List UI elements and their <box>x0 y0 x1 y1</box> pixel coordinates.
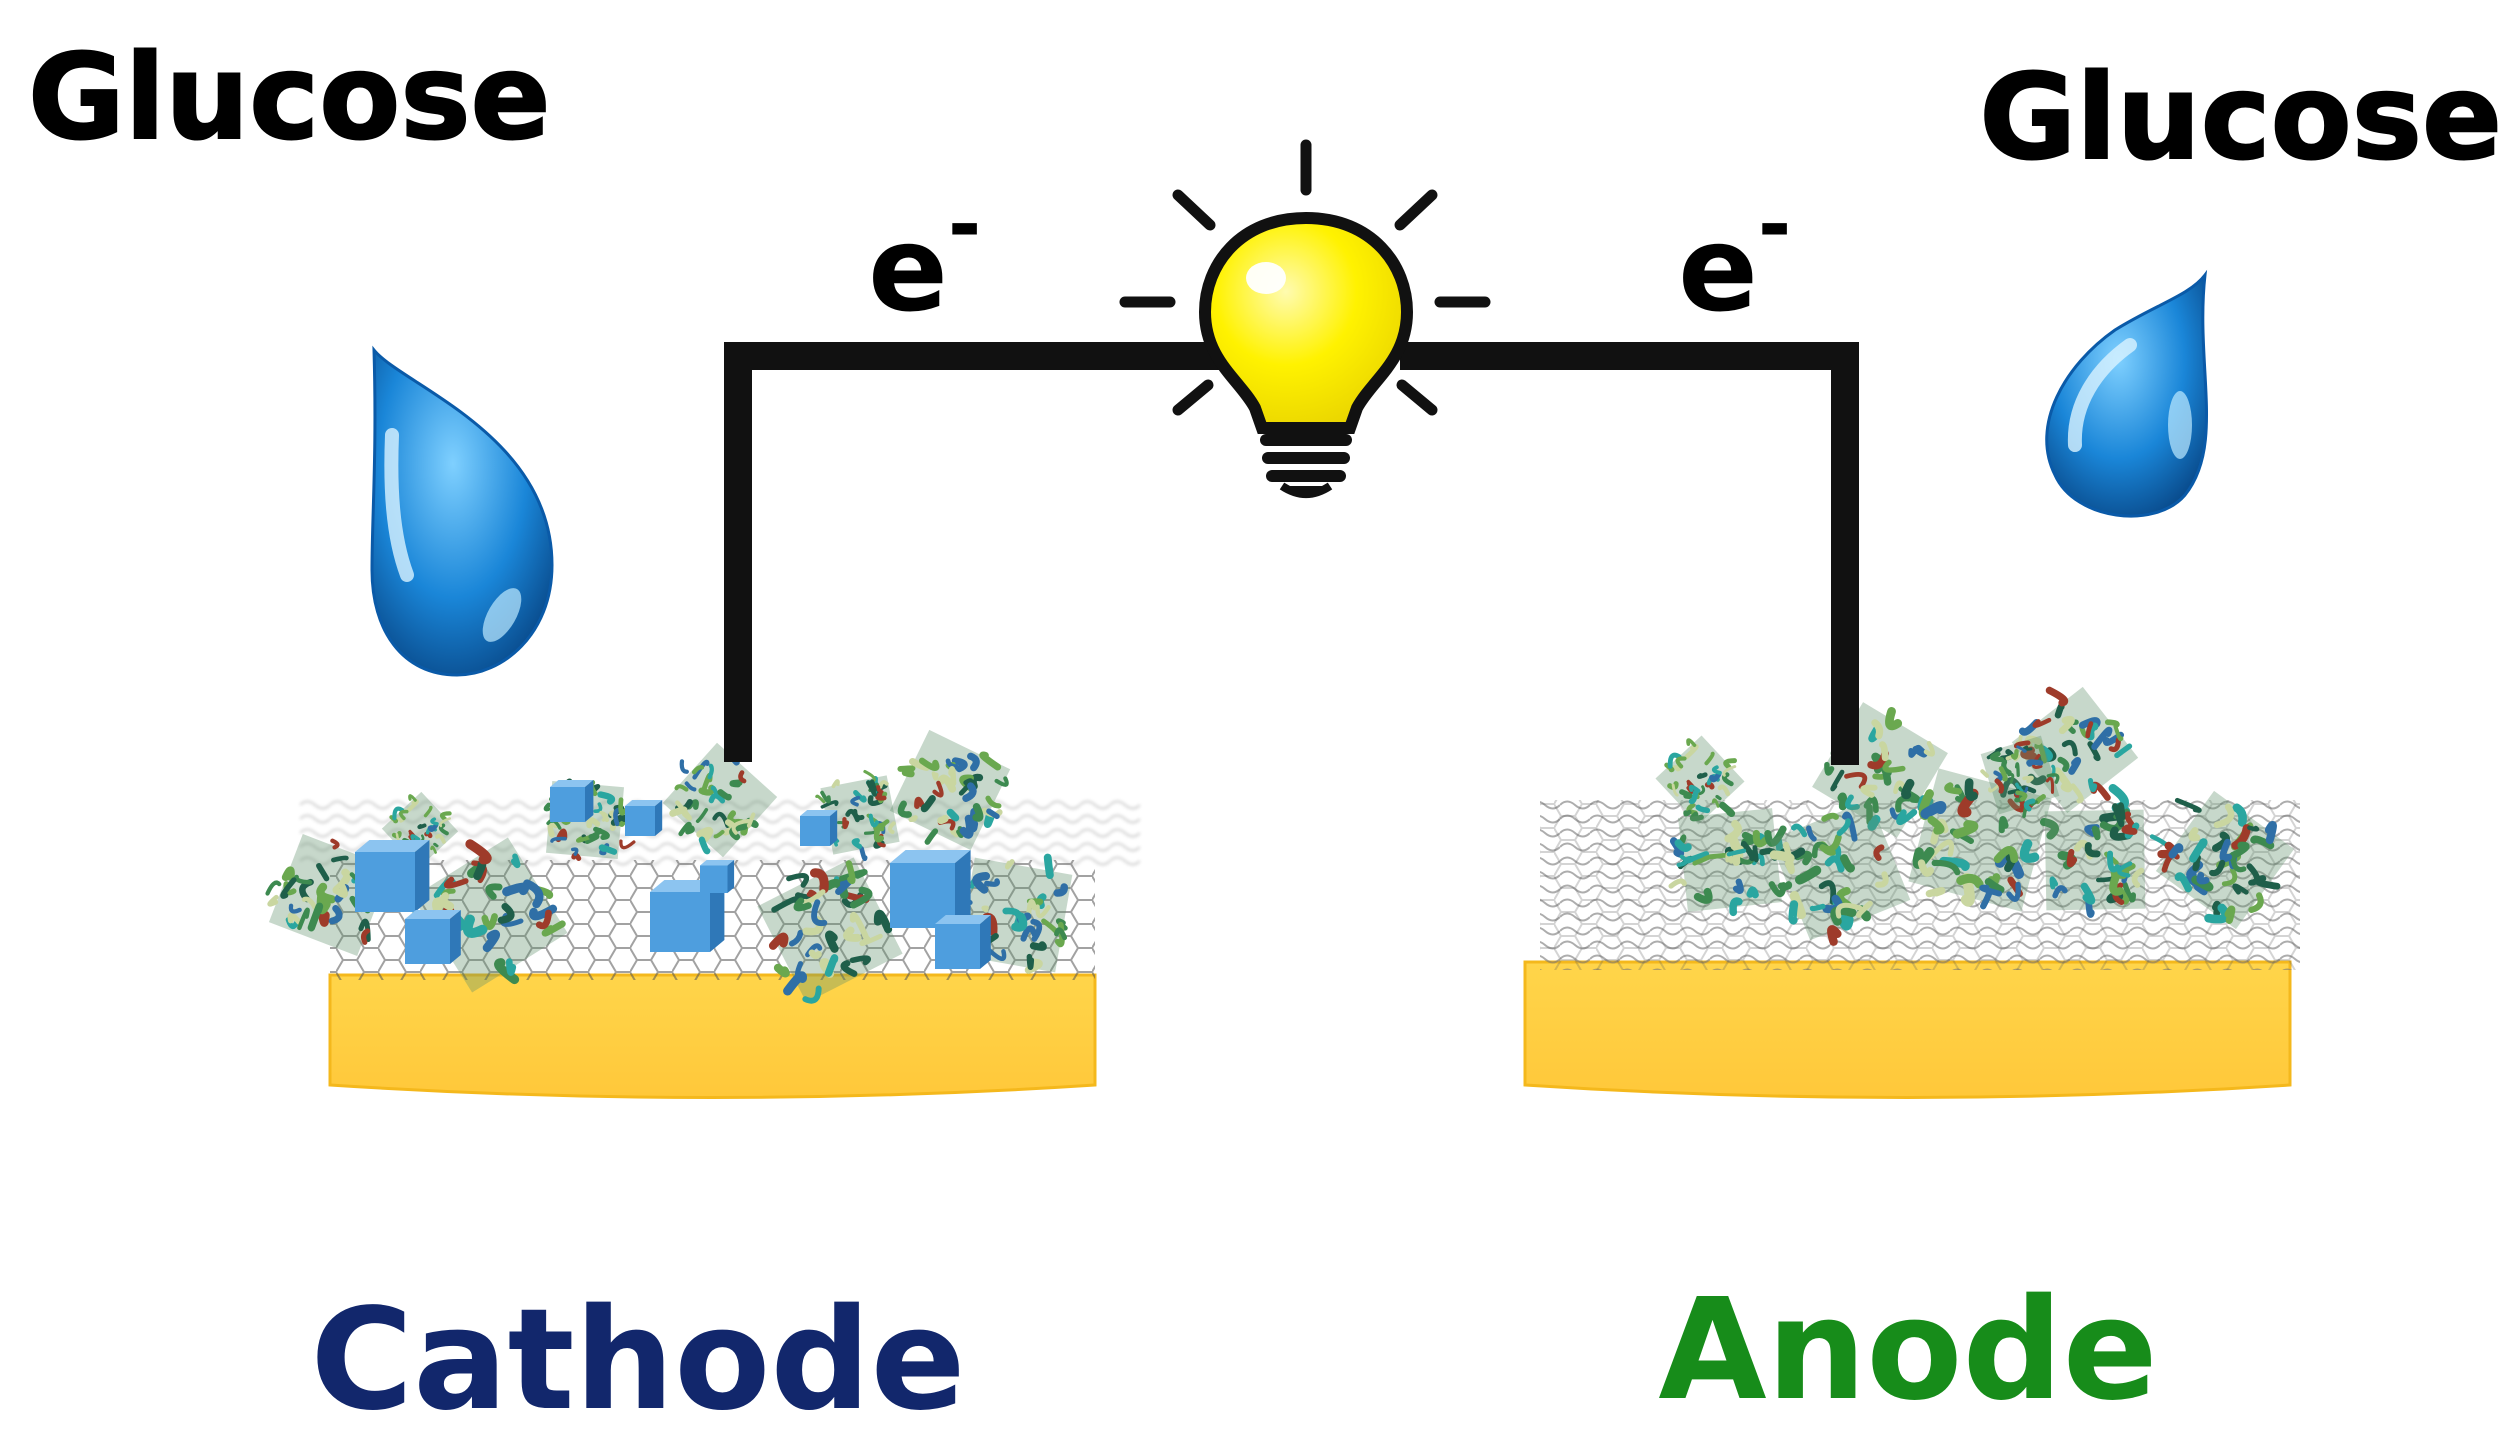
bulb-rays <box>1119 139 1491 416</box>
electron-label-left: e- <box>868 178 981 338</box>
enzyme-cluster <box>2149 790 2295 930</box>
glucose-label-right: Glucose <box>1979 48 2502 186</box>
circuit-wire <box>724 342 1859 765</box>
wire-left <box>724 342 1220 762</box>
catalyst-cube <box>890 850 971 928</box>
cathode-catalyst-cubes <box>355 780 991 969</box>
enzyme-cluster <box>662 742 778 858</box>
electron-left-symbol: e <box>868 200 948 338</box>
anode-gold-disc <box>1523 960 2292 1099</box>
bulb-base <box>1260 434 1352 482</box>
enzyme-cluster <box>815 769 900 862</box>
catalyst-cube <box>355 840 430 912</box>
enzyme-cluster <box>1980 734 2060 818</box>
water-droplet-icon <box>2045 269 2209 518</box>
cathode-gold-disc <box>328 973 1097 1099</box>
electron-left-superscript: - <box>948 178 981 271</box>
catalyst-cube <box>550 780 594 822</box>
catalyst-cube <box>935 915 991 969</box>
water-droplet-icon <box>370 345 554 677</box>
wire-right <box>1400 342 1859 765</box>
electron-label-right: e- <box>1678 178 1791 338</box>
enzyme-cluster <box>2044 783 2146 918</box>
cathode-label: Cathode <box>310 1279 965 1433</box>
catalyst-cube <box>405 910 461 964</box>
catalyst-cube <box>800 810 838 846</box>
glucose-label-left: Glucose <box>28 28 551 166</box>
catalyst-cube <box>625 800 663 836</box>
enzyme-cluster <box>1908 768 2059 912</box>
bulb-glass <box>1198 211 1414 434</box>
light-bulb-icon <box>1119 139 1491 498</box>
enzyme-cluster <box>1668 801 1787 917</box>
cathode-electrode <box>265 729 1140 1099</box>
enzyme-cluster <box>757 857 903 1004</box>
anode-electrode <box>1523 686 2300 1099</box>
anode-label: Anode <box>1658 1269 2157 1432</box>
enzyme-cluster <box>889 729 1011 851</box>
bulb-glint <box>1246 262 1286 294</box>
electron-right-superscript: - <box>1758 178 1791 271</box>
enzyme-cluster <box>2011 686 2139 814</box>
electron-right-symbol: e <box>1678 200 1758 338</box>
enzyme-cluster <box>1768 799 1911 946</box>
catalyst-cube <box>700 860 735 893</box>
